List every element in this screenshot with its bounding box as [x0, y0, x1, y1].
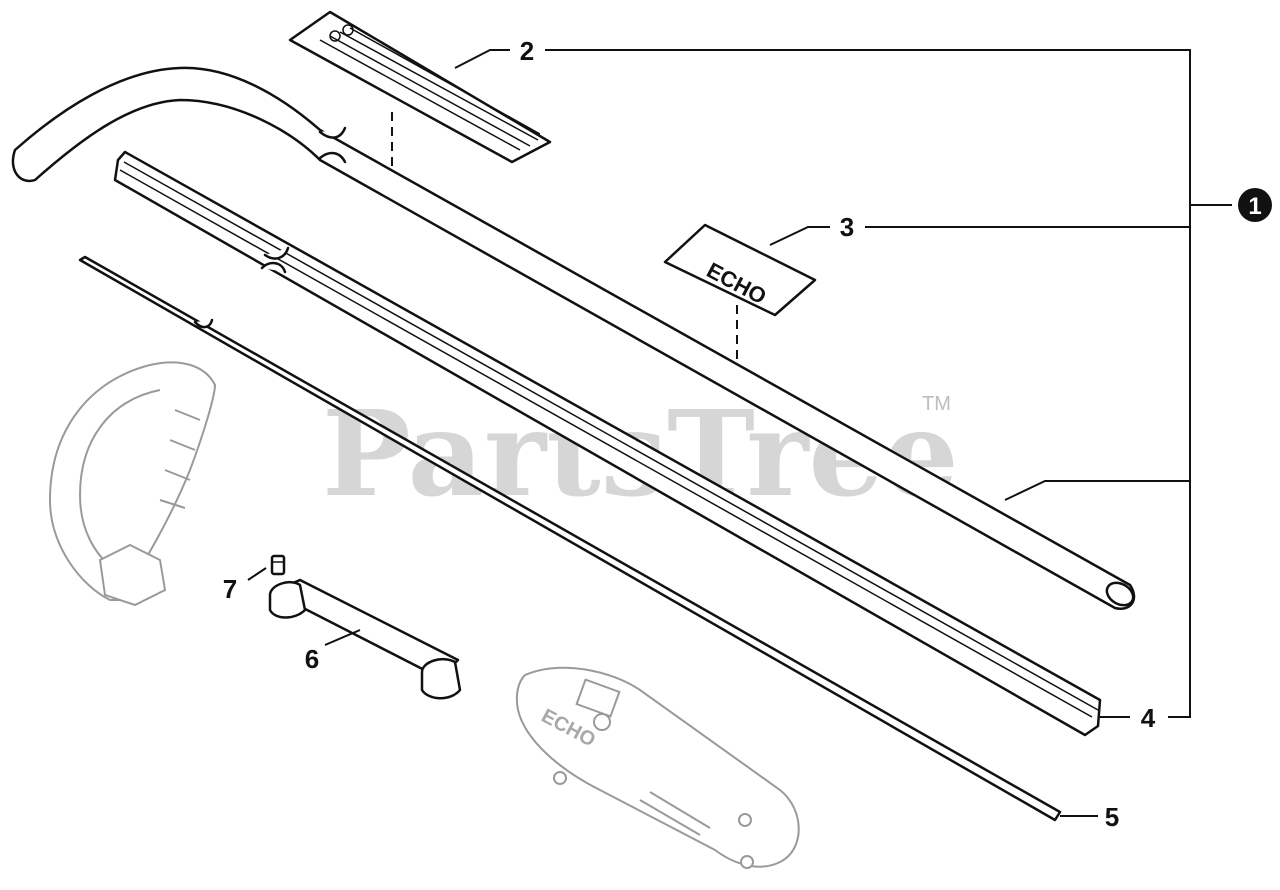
callout-3-label: 3: [840, 212, 854, 242]
echo-decal: ECHO: [663, 223, 817, 317]
loop-handle-ghost: [48, 361, 217, 607]
callout-1-label: 1: [1248, 193, 1261, 220]
callout-4-label: 4: [1141, 703, 1156, 733]
shaft-liner: [113, 150, 1102, 737]
drive-shaft: [78, 255, 1062, 822]
screw: [270, 554, 286, 576]
callout-5-label: 5: [1105, 802, 1119, 832]
rear-handle-ghost: ECHO: [515, 666, 800, 869]
callout-1: 1: [1238, 188, 1272, 222]
callout-leaders: [247, 49, 1232, 817]
shaft-tube: [11, 66, 1136, 611]
warning-label-decal: [288, 10, 552, 164]
callout-7-label: 7: [223, 574, 237, 604]
handle-bracket: [268, 578, 462, 700]
trademark-text: TM: [922, 393, 951, 415]
callout-6-label: 6: [305, 644, 319, 674]
callout-2-label: 2: [520, 36, 534, 66]
